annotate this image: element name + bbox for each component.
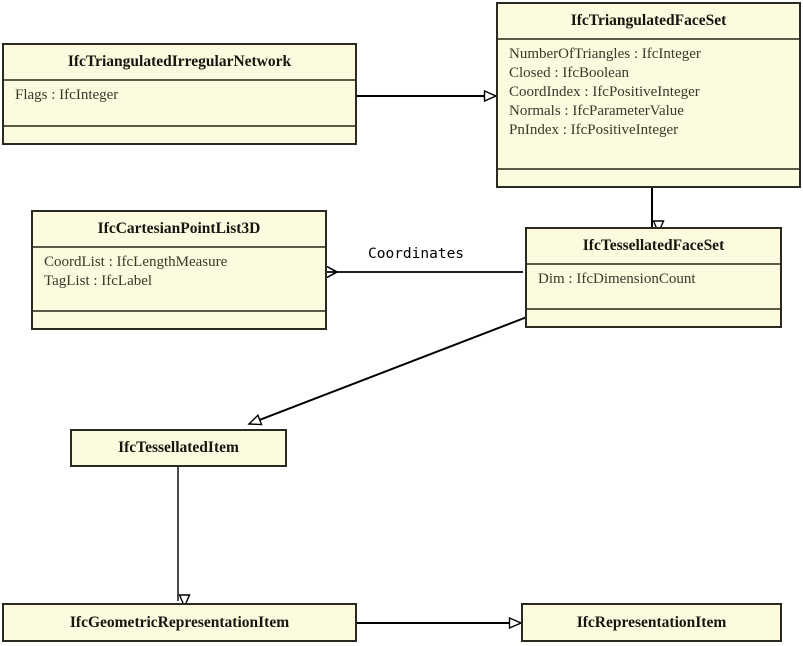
class-box-ifc-cartesian-point-list-3d[interactable]: IfcCartesianPointList3D CoordList : IfcL… (31, 210, 327, 330)
class-attribute: TagList : IfcLabel (44, 273, 153, 289)
class-box-ifc-triangulated-irregular-network[interactable]: IfcTriangulatedIrregularNetwork Flags : … (2, 43, 357, 145)
class-attributes: NumberOfTriangles : IfcInteger Closed : … (498, 38, 799, 168)
class-attributes: Dim : IfcDimensionCount (527, 263, 780, 308)
class-attribute: CoordIndex : IfcPositiveInteger (509, 84, 700, 100)
class-title: IfcTessellatedItem (118, 439, 239, 457)
class-attribute: CoordList : IfcLengthMeasure (44, 254, 228, 270)
class-operations (4, 125, 355, 147)
edge-label-coordinates: Coordinates (365, 247, 468, 262)
class-title: IfcRepresentationItem (576, 613, 727, 631)
class-attributes: CoordList : IfcLengthMeasure TagList : I… (33, 246, 325, 310)
class-operations (33, 310, 325, 332)
class-title: IfcCartesianPointList3D (97, 220, 261, 238)
edge-tessellated-face-set-to-item (249, 316, 528, 424)
class-attribute: NumberOfTriangles : IfcInteger (509, 46, 701, 62)
class-box-ifc-tessellated-item[interactable]: IfcTessellatedItem (70, 429, 287, 467)
class-box-ifc-geometric-representation-item[interactable]: IfcGeometricRepresentationItem (2, 603, 357, 642)
class-operations (498, 168, 799, 190)
class-attribute: Normals : IfcParameterValue (509, 103, 684, 119)
class-title: IfcTessellatedFaceSet (582, 237, 725, 255)
class-attribute: Dim : IfcDimensionCount (538, 271, 696, 287)
class-attribute: PnIndex : IfcPositiveInteger (509, 122, 679, 138)
class-box-ifc-tessellated-face-set[interactable]: IfcTessellatedFaceSet Dim : IfcDimension… (525, 227, 782, 328)
class-operations (527, 308, 780, 330)
class-title: IfcGeometricRepresentationItem (69, 613, 290, 631)
class-box-ifc-representation-item[interactable]: IfcRepresentationItem (521, 603, 782, 642)
class-attributes: Flags : IfcInteger (4, 79, 355, 125)
class-attribute: Closed : IfcBoolean (509, 65, 629, 81)
class-title: IfcTriangulatedFaceSet (570, 12, 727, 30)
class-attribute: Flags : IfcInteger (15, 87, 119, 103)
class-box-ifc-triangulated-face-set[interactable]: IfcTriangulatedFaceSet NumberOfTriangles… (496, 2, 801, 188)
class-title: IfcTriangulatedIrregularNetwork (67, 53, 292, 71)
